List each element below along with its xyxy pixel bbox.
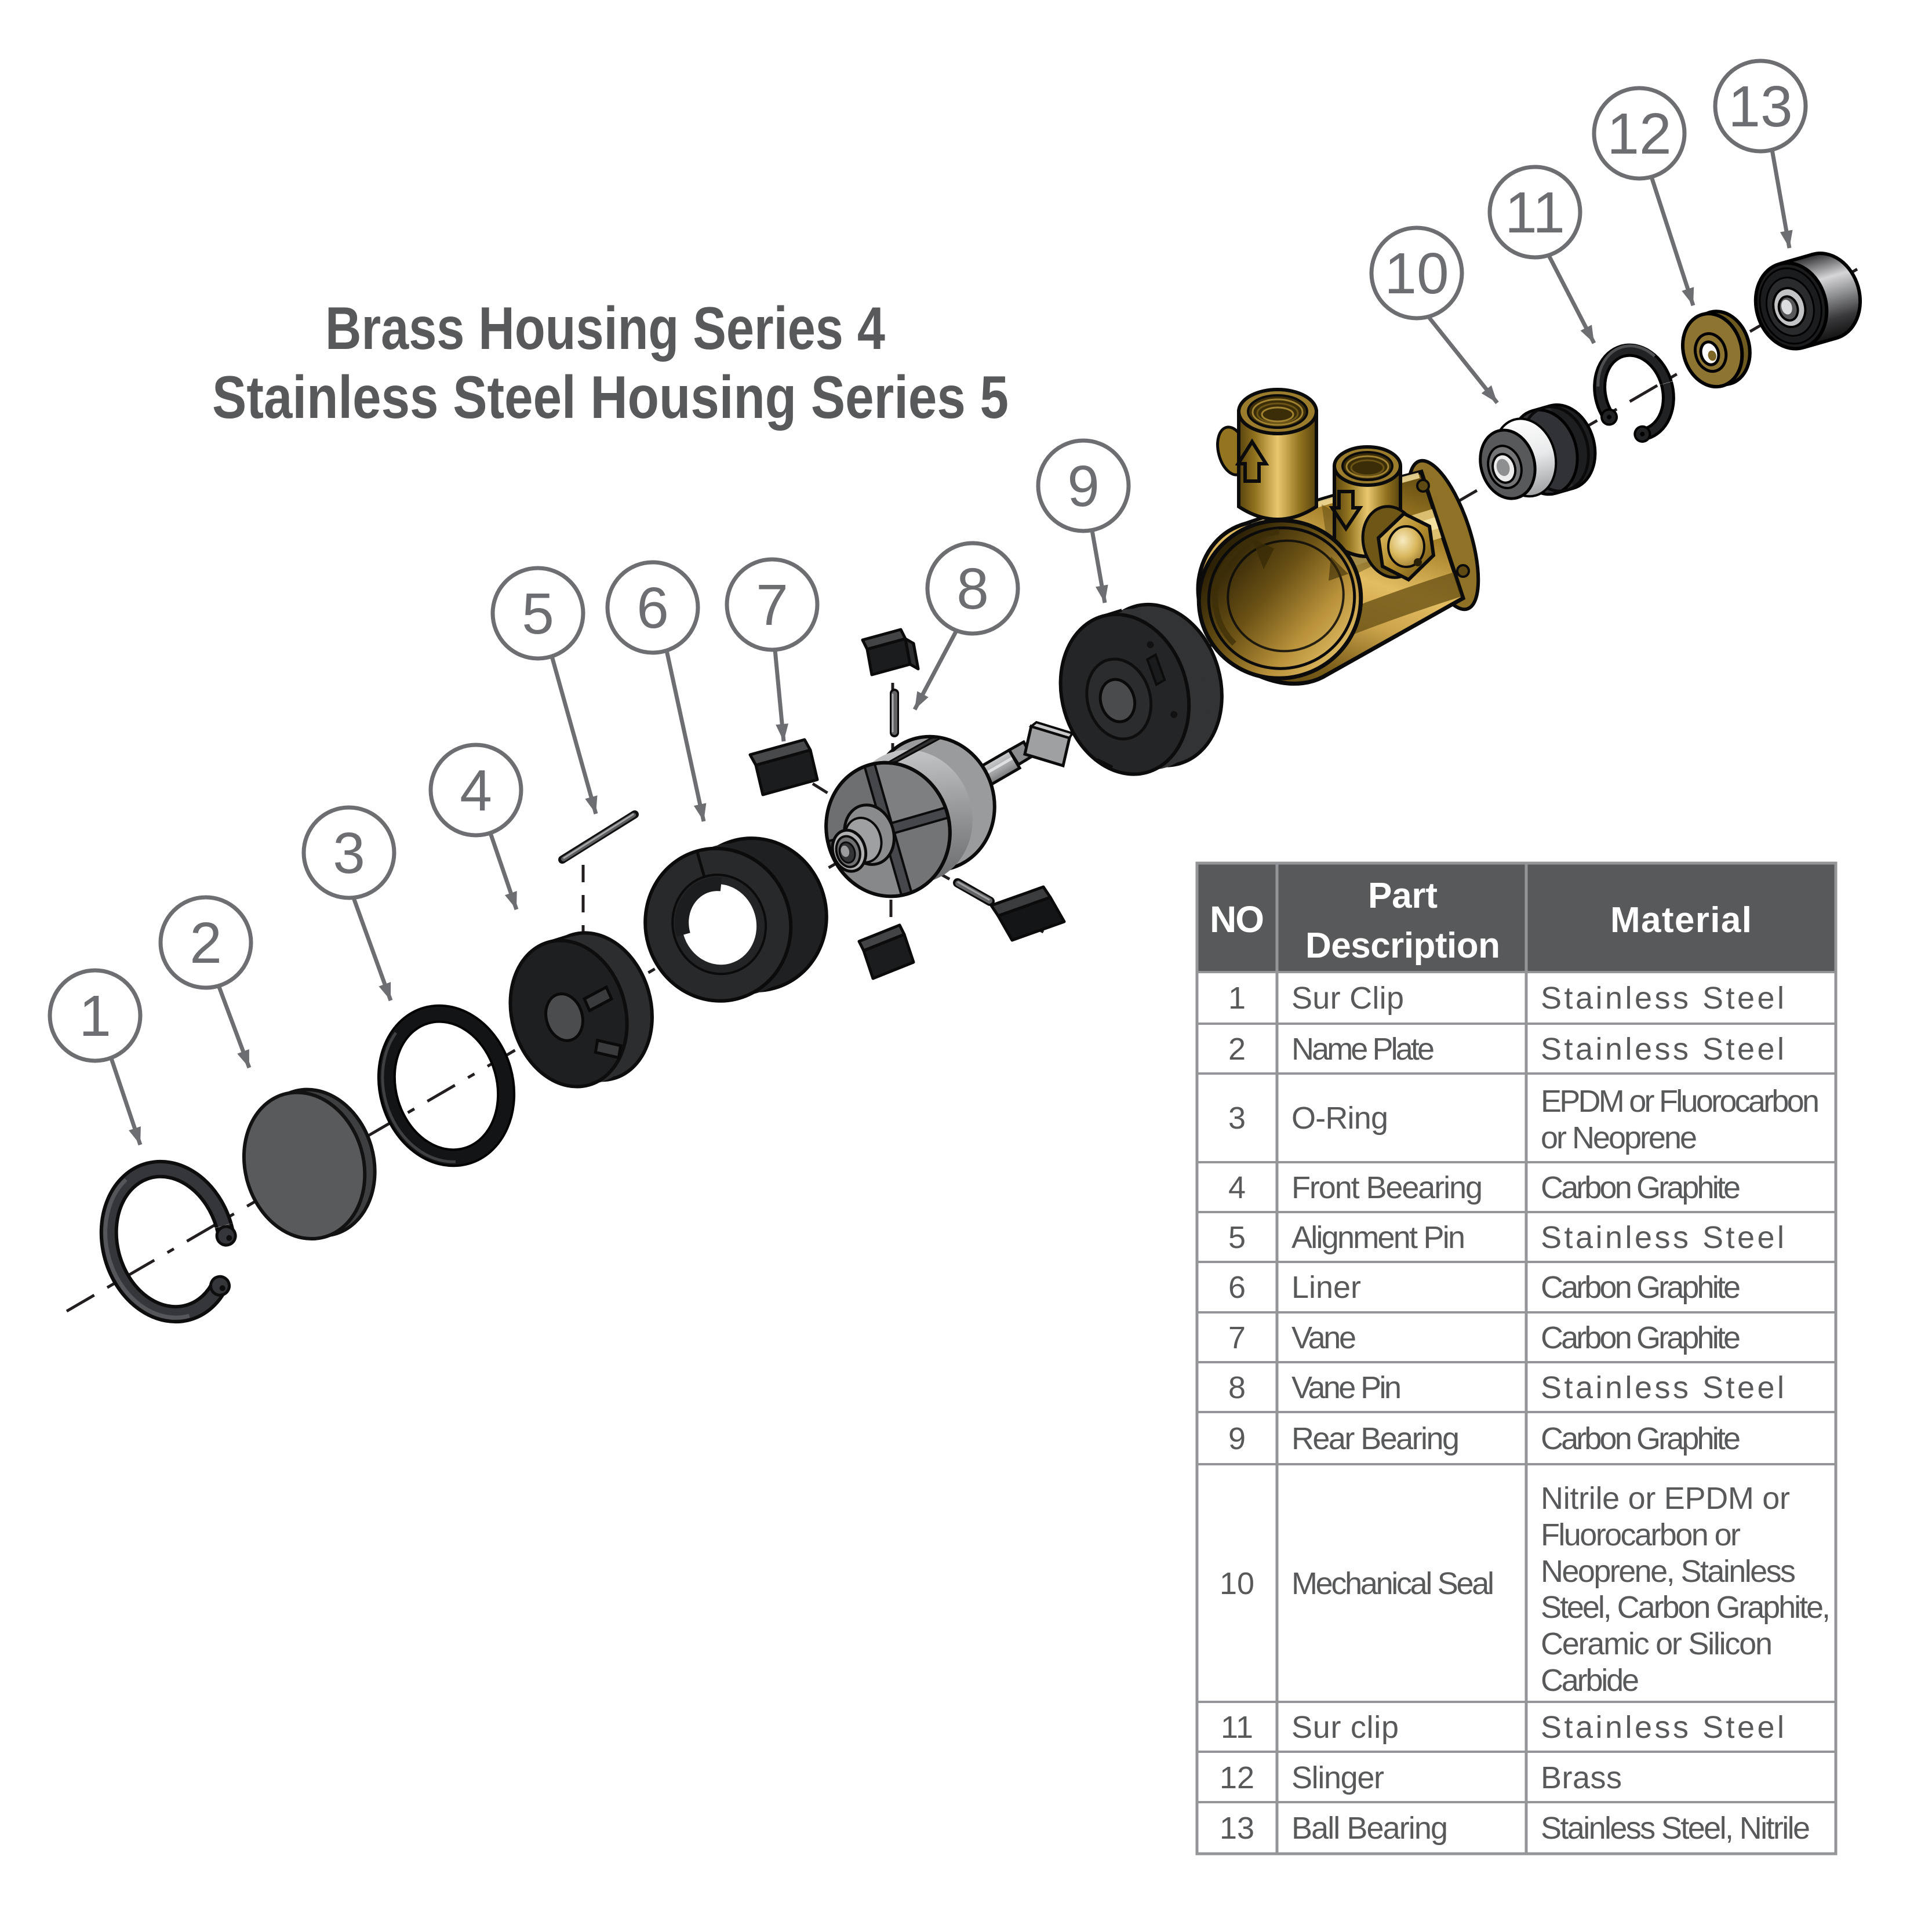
svg-text:1: 1: [1228, 981, 1246, 1016]
svg-text:13: 13: [1728, 74, 1792, 139]
svg-text:5: 5: [1228, 1220, 1246, 1255]
svg-text:Stainless Steel: Stainless Steel: [1541, 1220, 1784, 1255]
svg-text:8: 8: [956, 556, 989, 621]
svg-text:Liner: Liner: [1291, 1270, 1361, 1305]
svg-text:4: 4: [460, 758, 492, 823]
svg-text:Sur clip: Sur clip: [1291, 1710, 1399, 1745]
svg-text:11: 11: [1221, 1710, 1253, 1745]
svg-text:Ball Bearing: Ball Bearing: [1291, 1811, 1448, 1846]
svg-text:Neoprene, Stainless: Neoprene, Stainless: [1541, 1554, 1796, 1589]
svg-text:Carbon Graphite: Carbon Graphite: [1541, 1320, 1741, 1355]
svg-text:Nitrile or EPDM or: Nitrile or EPDM or: [1541, 1481, 1790, 1516]
svg-text:Description: Description: [1305, 926, 1500, 966]
svg-text:Alignment Pin: Alignment Pin: [1291, 1220, 1465, 1255]
svg-text:Vane: Vane: [1291, 1320, 1356, 1355]
svg-text:Mechanical Seal: Mechanical Seal: [1291, 1566, 1494, 1601]
svg-text:Sur Clip: Sur Clip: [1291, 981, 1404, 1016]
svg-text:Stainless Steel: Stainless Steel: [1541, 1370, 1784, 1405]
svg-text:Fluorocarbon or: Fluorocarbon or: [1541, 1518, 1741, 1552]
svg-text:Carbon Graphite: Carbon Graphite: [1541, 1170, 1741, 1205]
svg-text:Ceramic or Silicon: Ceramic or Silicon: [1541, 1627, 1773, 1661]
svg-text:8: 8: [1228, 1370, 1246, 1405]
svg-text:13: 13: [1220, 1811, 1254, 1846]
svg-text:2: 2: [190, 911, 222, 976]
svg-text:Stainless Steel Housing Series: Stainless Steel Housing Series 5: [212, 364, 1009, 431]
svg-text:Front Beearing: Front Beearing: [1291, 1170, 1483, 1205]
svg-text:12: 12: [1607, 101, 1671, 166]
svg-text:NO: NO: [1210, 898, 1264, 940]
svg-text:Brass: Brass: [1541, 1760, 1622, 1795]
svg-text:7: 7: [756, 573, 788, 638]
svg-text:7: 7: [1228, 1320, 1246, 1355]
svg-text:Stainless Steel: Stainless Steel: [1541, 1710, 1784, 1745]
svg-text:Brass Housing Series 4: Brass Housing Series 4: [325, 295, 885, 362]
svg-text:3: 3: [1228, 1101, 1246, 1136]
svg-text:Stainless Steel: Stainless Steel: [1541, 1032, 1784, 1067]
svg-text:2: 2: [1228, 1032, 1246, 1067]
svg-text:Carbide: Carbide: [1541, 1663, 1639, 1698]
svg-text:Vane Pin: Vane Pin: [1291, 1370, 1402, 1405]
svg-text:Material: Material: [1610, 900, 1752, 940]
svg-text:EPDM or Fluorocarbon: EPDM or Fluorocarbon: [1541, 1084, 1820, 1119]
svg-text:1: 1: [79, 984, 111, 1049]
svg-text:Part: Part: [1368, 876, 1438, 916]
svg-text:10: 10: [1220, 1566, 1254, 1601]
svg-text:10: 10: [1384, 241, 1449, 306]
svg-text:Carbon Graphite: Carbon Graphite: [1541, 1421, 1741, 1456]
svg-text:12: 12: [1220, 1760, 1254, 1795]
svg-text:5: 5: [522, 581, 554, 646]
svg-text:11: 11: [1505, 180, 1565, 245]
svg-text:4: 4: [1228, 1170, 1246, 1205]
svg-text:Steel, Carbon Graphite,: Steel, Carbon Graphite,: [1541, 1590, 1831, 1625]
svg-text:3: 3: [333, 821, 365, 886]
svg-text:Stainless Steel, Nitrile: Stainless Steel, Nitrile: [1541, 1811, 1810, 1846]
svg-text:9: 9: [1228, 1421, 1246, 1456]
svg-text:O-Ring: O-Ring: [1291, 1101, 1388, 1136]
svg-text:Name Plate: Name Plate: [1291, 1032, 1435, 1067]
svg-text:6: 6: [1228, 1270, 1246, 1305]
svg-text:6: 6: [636, 576, 669, 641]
svg-text:or Neoprene: or Neoprene: [1541, 1120, 1697, 1155]
svg-text:Rear Bearing: Rear Bearing: [1291, 1421, 1460, 1456]
svg-text:Slinger: Slinger: [1291, 1760, 1384, 1795]
svg-text:Stainless Steel: Stainless Steel: [1541, 981, 1784, 1016]
svg-text:Carbon Graphite: Carbon Graphite: [1541, 1270, 1741, 1305]
svg-text:9: 9: [1067, 454, 1100, 519]
